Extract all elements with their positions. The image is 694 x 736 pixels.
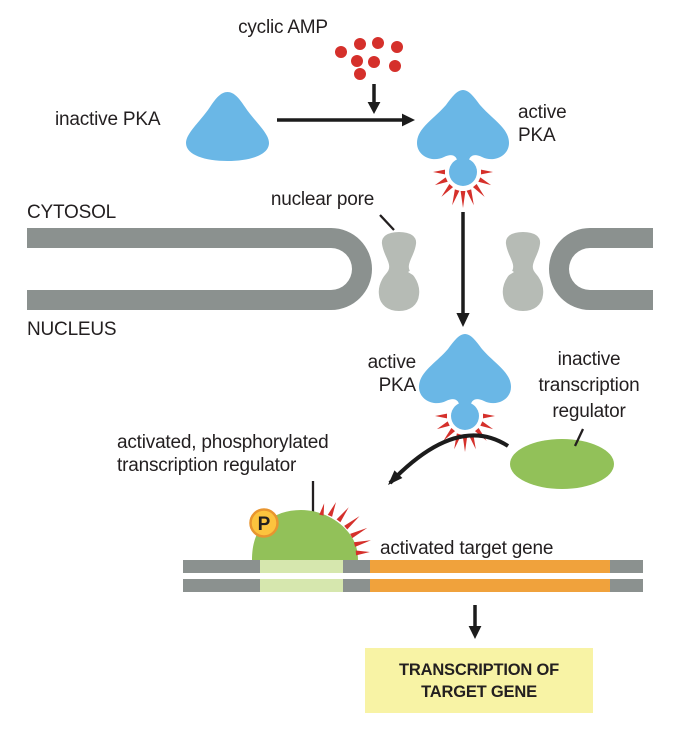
nuclear-pore-right-notch (501, 264, 514, 280)
regulatory-sequence-bottom (260, 579, 343, 592)
dna-strands (183, 560, 643, 592)
cyclic-amp-label: cyclic AMP (238, 17, 328, 38)
inactive-regulator-pointer-line (573, 428, 585, 447)
regulatory-sequence-top (260, 560, 343, 573)
inactive-regulator-label: inactive transcription regulator (538, 349, 640, 422)
activity-spikes (319, 502, 371, 556)
cytosol-label: CYTOSOL (27, 202, 117, 223)
nuclear-pore-label: nuclear pore (270, 189, 375, 210)
nucleus-label: NUCLEUS (27, 319, 117, 340)
activated-target-gene-label: activated target gene (380, 538, 554, 559)
nuclear-pore-left-notch (408, 264, 421, 280)
phosphorylation-arrow (388, 433, 510, 485)
nuclear-envelope-right (549, 228, 653, 310)
phosphate-label: P (258, 514, 271, 535)
nuclear-envelope-left (27, 228, 372, 310)
target-gene-top (370, 560, 610, 573)
active-pka-shape-cytosol (417, 90, 509, 208)
nuclear-pore-pointer-line (379, 214, 395, 231)
transcription-box: TRANSCRIPTION OF TARGET GENE (365, 648, 593, 713)
activated-regulator-label: activated, phosphorylated transcription … (117, 432, 329, 476)
nuclear-import-arrow (456, 212, 470, 327)
target-gene-bottom (370, 579, 610, 592)
active-pka-cytosol-label: active PKA (518, 102, 567, 146)
transcription-arrow (468, 605, 482, 639)
active-pka-nucleus-label: active PKA (367, 352, 417, 396)
camp-binding-arrow (367, 84, 381, 114)
inactive-pka-shape (186, 92, 269, 161)
cyclic-amp-molecules (335, 37, 403, 80)
inactive-regulator-shape (510, 439, 614, 489)
pka-activation-arrow (277, 113, 415, 127)
inactive-pka-label: inactive PKA (55, 109, 161, 130)
phosphate-badge: P (249, 508, 279, 538)
